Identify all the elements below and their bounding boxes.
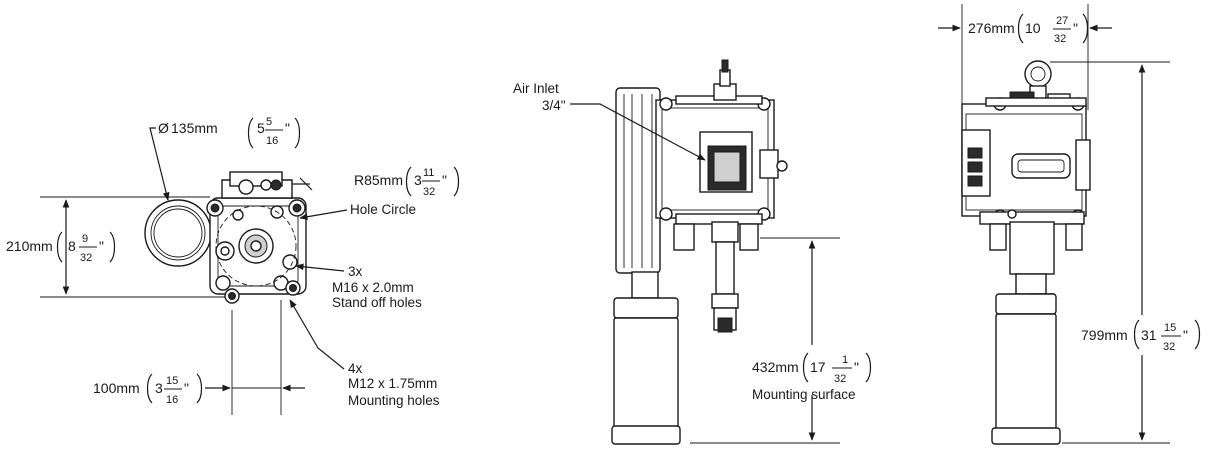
width-276-whole: 10 xyxy=(1025,20,1041,36)
height-799-numerator: 15 xyxy=(1164,322,1176,334)
radius-metric: R85mm xyxy=(354,172,403,188)
mounting-spec: M12 x 1.75mm xyxy=(348,376,437,391)
diameter-metric: 135mm xyxy=(171,120,218,136)
height-210-whole: 8 xyxy=(68,238,76,254)
height-799-inch-mark: " xyxy=(1183,327,1188,343)
height-210-dimension: 210mm 8 9 32 " xyxy=(6,196,225,298)
standoff-desc: Stand off holes xyxy=(332,295,422,310)
air-inlet-size: 3/4" xyxy=(542,98,566,113)
height-432-metric: 432mm xyxy=(752,359,799,375)
radius-dimension: R85mm 3 11 32 " xyxy=(354,166,460,198)
mounting-count: 4x xyxy=(348,361,363,376)
height-799-dimension: 799mm 31 15 32 " xyxy=(1050,61,1201,444)
diameter-numerator: 5 xyxy=(266,116,272,128)
width-100-numerator: 15 xyxy=(166,375,178,387)
width-100-inch-mark: " xyxy=(184,380,189,396)
height-210-numerator: 9 xyxy=(82,233,88,245)
height-432-whole: 17 xyxy=(810,359,826,375)
height-799-whole: 31 xyxy=(1141,327,1157,343)
width-276-numerator: 27 xyxy=(1056,15,1068,27)
width-276-dimension: 276mm 10 27 32 " xyxy=(938,4,1112,110)
height-799-denominator: 32 xyxy=(1163,341,1175,353)
air-inlet-label: Air Inlet xyxy=(513,81,559,96)
height-432-denominator: 32 xyxy=(834,373,846,385)
width-276-metric: 276mm xyxy=(968,20,1015,36)
height-432-inch-mark: " xyxy=(854,359,859,375)
height-799-metric: 799mm xyxy=(1081,327,1128,343)
mounting-surface-label: Mounting surface xyxy=(752,387,856,402)
width-100-dimension: 100mm 3 15 16 " xyxy=(93,300,305,415)
radius-numerator: 11 xyxy=(423,167,434,179)
diameter-symbol: Ø xyxy=(158,120,169,136)
side-view: Air Inlet 3/4" 432mm 17 1 32 " Mounting … xyxy=(513,59,872,445)
pump-body-top xyxy=(206,171,313,304)
top-view: Ø 135mm 5 5 16 " R85mm 3 11 32 " Hole Ci… xyxy=(6,116,460,415)
front-view: 276mm 10 27 32 " 799mm 31 15 32 " xyxy=(938,4,1201,445)
width-100-whole: 3 xyxy=(155,380,163,396)
height-210-inch-mark: " xyxy=(99,238,104,254)
width-100-denominator: 16 xyxy=(166,394,178,406)
tank-circle xyxy=(144,199,212,267)
radius-inch-mark: " xyxy=(442,172,447,188)
height-210-metric: 210mm xyxy=(6,238,53,254)
diameter-whole: 5 xyxy=(257,120,265,136)
width-276-denominator: 32 xyxy=(1054,33,1066,45)
diameter-denominator: 16 xyxy=(266,135,278,147)
width-100-metric: 100mm xyxy=(93,380,140,396)
mounting-desc: Mounting holes xyxy=(348,393,440,408)
height-432-numerator: 1 xyxy=(842,354,848,366)
radius-denominator: 32 xyxy=(423,186,435,198)
hole-circle-label: Hole Circle xyxy=(350,202,416,217)
standoff-spec: M16 x 2.0mm xyxy=(332,280,414,295)
height-432-dimension: 432mm 17 1 32 " Mounting surface xyxy=(690,237,872,444)
standoff-count: 3x xyxy=(348,264,363,279)
radius-whole: 3 xyxy=(414,172,422,188)
diameter-dimension: Ø 135mm 5 5 16 " xyxy=(149,116,301,201)
diameter-inch-mark: " xyxy=(285,120,290,136)
width-276-inch-mark: " xyxy=(1073,20,1078,36)
height-210-denominator: 32 xyxy=(80,252,92,264)
